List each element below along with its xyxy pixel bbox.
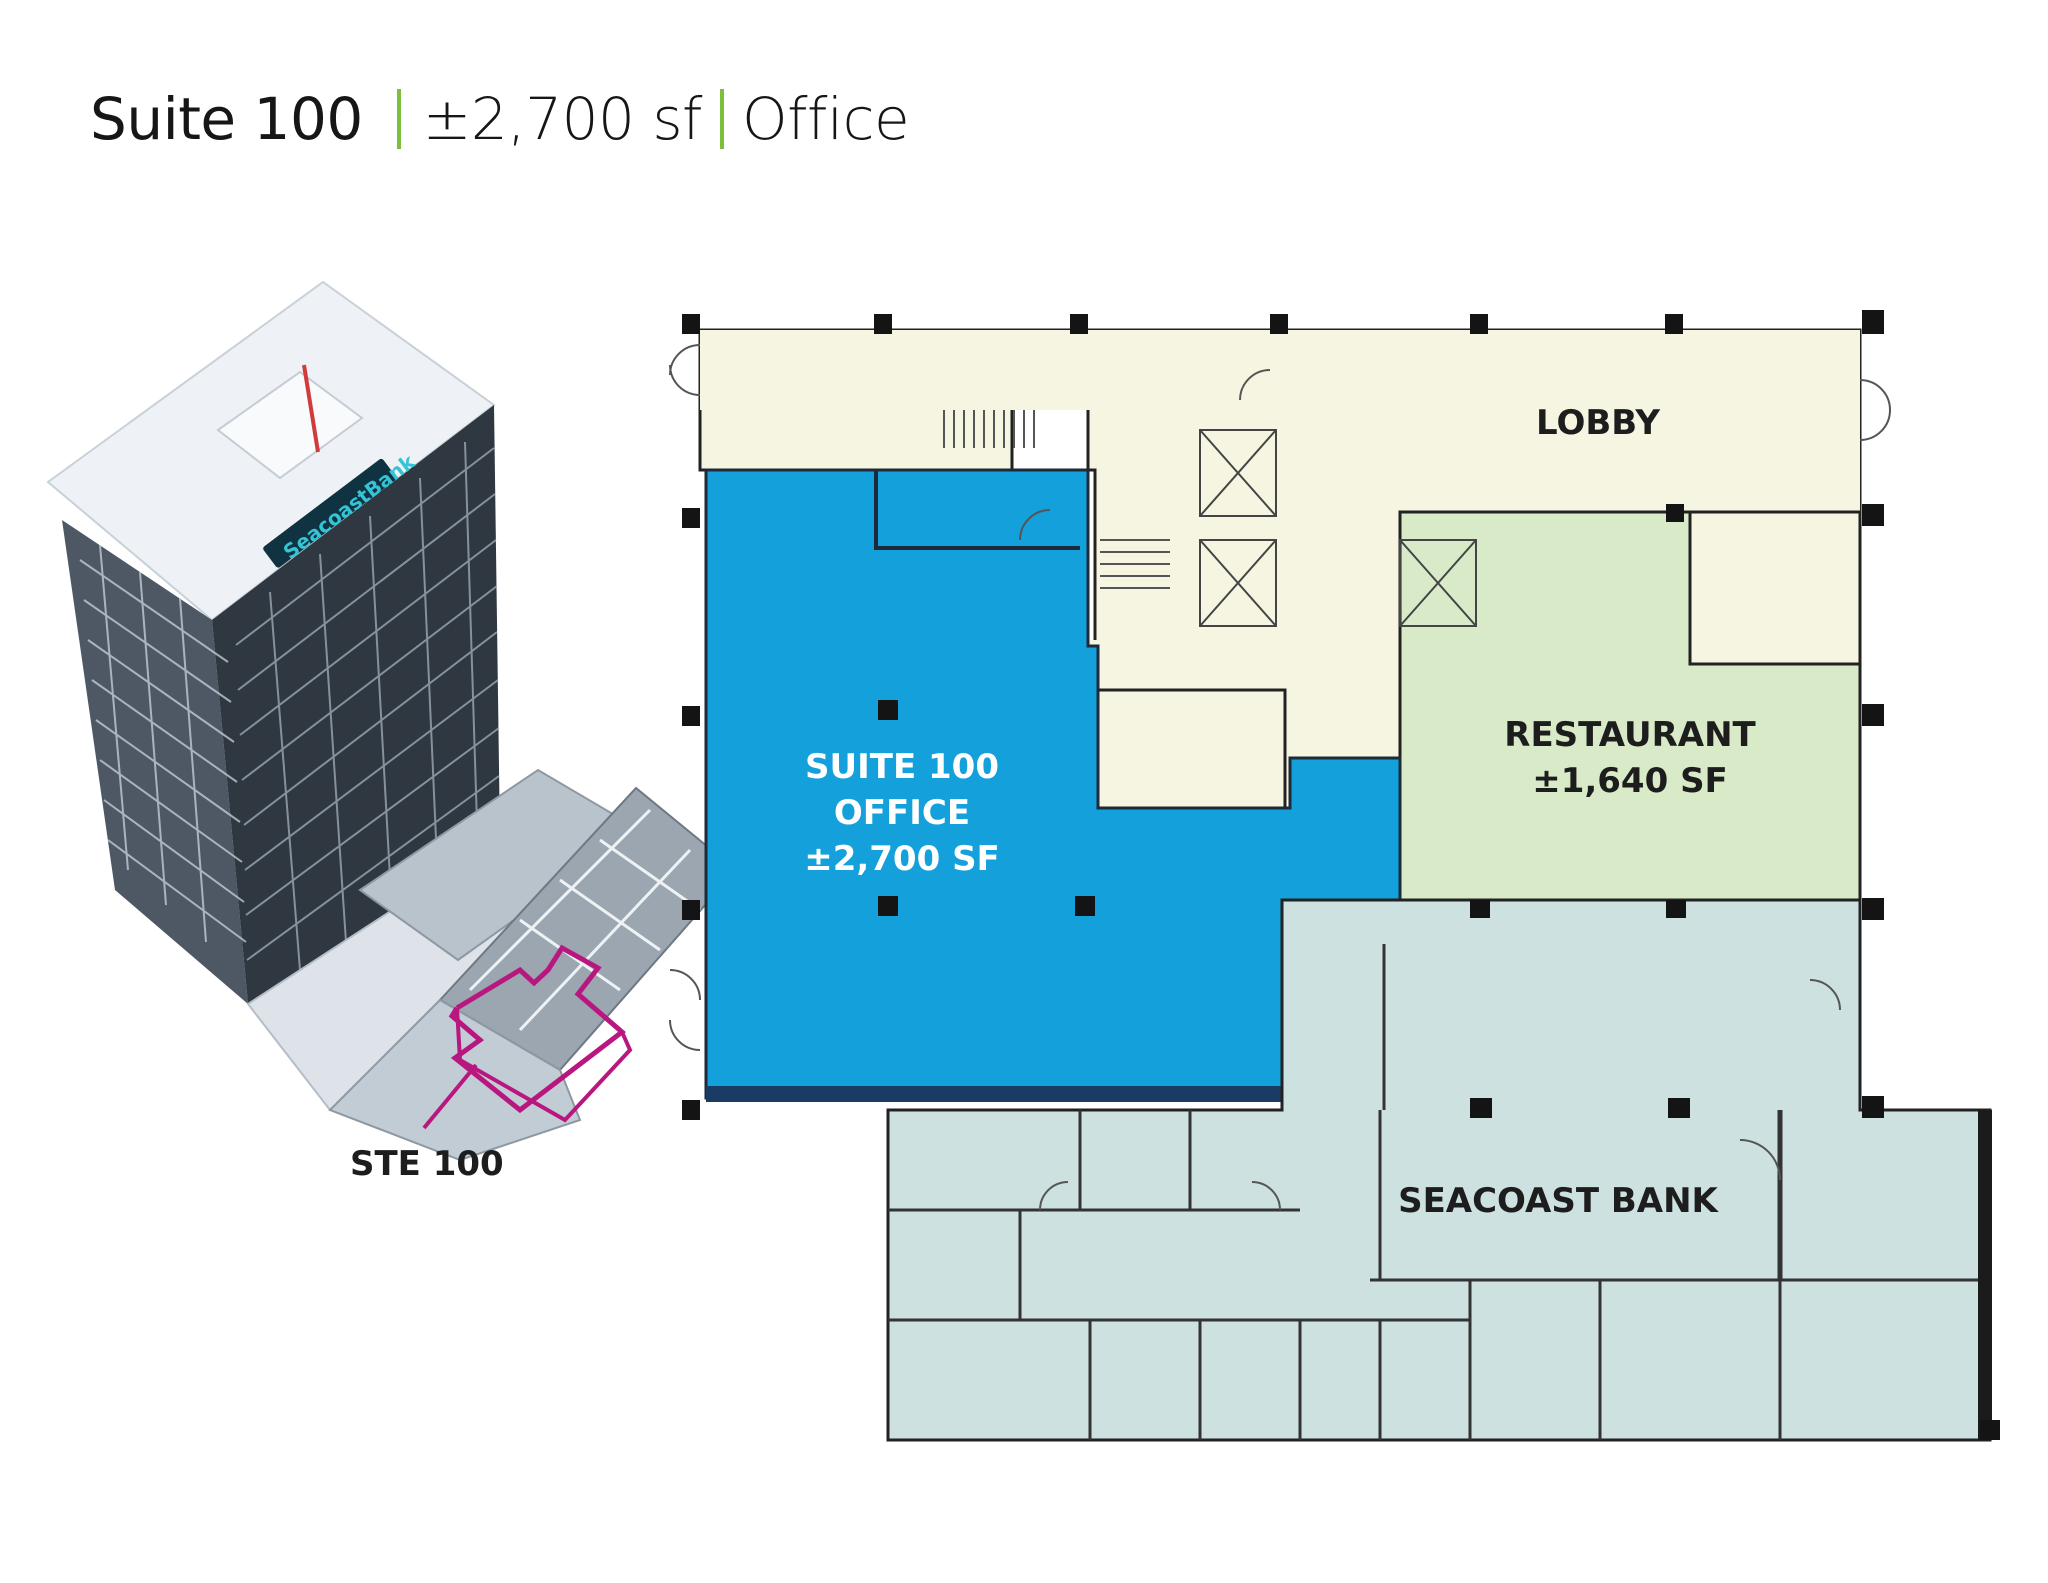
room-labels: LOBBY SUITE 100 OFFICE ±2,700 SF RESTAUR…: [804, 403, 1756, 1221]
stairs: [943, 410, 1170, 589]
restrooms: [1093, 688, 1287, 812]
tower-window-grid-right: [235, 441, 500, 971]
building-illustration: SeacoastBank STE 100: [46, 280, 738, 1184]
antenna: [302, 364, 320, 453]
suite-100-inner-wall: [874, 470, 1080, 550]
roof-structure: [216, 370, 364, 480]
bank-east-wall: [1978, 1110, 1992, 1440]
title-divider: [396, 89, 401, 149]
ste-100-label: STE 100: [350, 1144, 504, 1184]
title-divider: [719, 89, 724, 149]
restaurant-label-name: RESTAURANT: [1504, 715, 1756, 755]
suite-use: Office: [741, 85, 910, 153]
tower-window-grid-left: [79, 544, 247, 943]
floor-plan-areas: [698, 328, 1992, 1442]
page-title: Suite 100 ±2,700 sf Office: [90, 84, 910, 154]
seacoast-bank-label: SEACOAST BANK: [1398, 1181, 1719, 1221]
suite-100-bottom-edge: [706, 1086, 1282, 1102]
structural-columns: [682, 310, 2000, 1440]
elevators: [1199, 429, 1477, 627]
door-swings: [669, 344, 1891, 1211]
ste-100-outline: [448, 944, 626, 1114]
suite-100-label-name: SUITE 100: [805, 747, 999, 787]
lobby-label: LOBBY: [1536, 403, 1660, 443]
restaurant-label-area: ±1,640 SF: [1532, 761, 1728, 801]
suite-100-label-use: OFFICE: [834, 793, 970, 833]
suite-100-label-area: ±2,700 SF: [804, 839, 1000, 879]
suite-100-cutaway: [328, 998, 582, 1162]
suite-name: Suite 100: [90, 85, 363, 153]
suite-area: ±2,700 sf: [422, 85, 703, 153]
callout-leader: [422, 1063, 478, 1130]
lobby-side-room: [1688, 510, 1862, 666]
ste-100-outline-base: [455, 1007, 633, 1123]
lobby-main: [1290, 340, 1860, 516]
